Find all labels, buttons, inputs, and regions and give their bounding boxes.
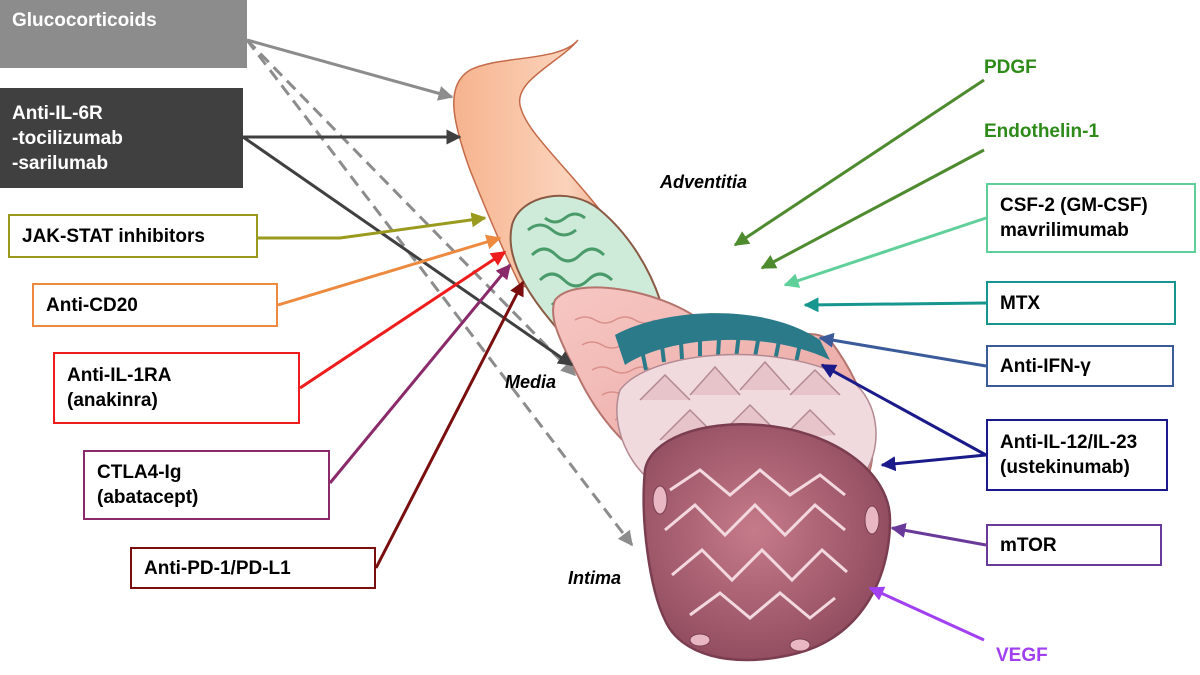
anti-cd20-label: Anti-CD20 bbox=[46, 294, 138, 316]
arrow-jak-stat bbox=[258, 212, 487, 240]
csf2-line-2: mavrilimumab bbox=[1000, 220, 1129, 241]
pdgf-label: PDGF bbox=[984, 57, 1037, 78]
csf2-line-1: CSF-2 (GM-CSF) bbox=[1000, 195, 1148, 216]
anti-pd1-box: Anti-PD-1/PD-L1 bbox=[130, 547, 376, 589]
label-intima: Intima bbox=[568, 568, 622, 588]
anti-ifn-box: Anti-IFN-γ bbox=[986, 345, 1174, 387]
endothelin-label: Endothelin-1 bbox=[984, 121, 1100, 142]
csf2-box: CSF-2 (GM-CSF) mavrilimumab bbox=[986, 183, 1196, 253]
anti-il6r-box: Anti-IL-6R -tocilizumab -sarilumab bbox=[0, 88, 243, 188]
arrow-glucocorticoids-2 bbox=[245, 38, 577, 377]
anti-pd1-label: Anti-PD-1/PD-L1 bbox=[144, 557, 291, 579]
ctla4-box: CTLA4-Ig (abatacept) bbox=[83, 450, 330, 520]
anti-il1ra-box: Anti-IL-1RA (anakinra) bbox=[53, 352, 300, 424]
arrow-mtx bbox=[803, 297, 987, 313]
arrow-glucocorticoids-3 bbox=[245, 39, 634, 547]
elastic-lamina bbox=[615, 313, 830, 365]
arrow-anti-il12-1 bbox=[820, 363, 987, 457]
anti-il1ra-line-2: (anakinra) bbox=[67, 390, 158, 411]
mtx-box: MTX bbox=[986, 281, 1176, 325]
ctla4-line-2: (abatacept) bbox=[97, 487, 199, 508]
arrow-csf2 bbox=[783, 216, 987, 288]
glucocorticoids-box: Glucocorticoids bbox=[0, 0, 247, 68]
arrow-vegf bbox=[868, 586, 985, 642]
anti-ifn-label: Anti-IFN-γ bbox=[1000, 355, 1091, 377]
label-adventitia: Adventitia bbox=[660, 172, 748, 192]
anti-il6r-line-3: -sarilumab bbox=[12, 152, 109, 174]
anti-il12-line-1: Anti-IL-12/IL-23 bbox=[1000, 432, 1138, 453]
arrow-anti-cd20 bbox=[277, 234, 502, 307]
anti-il1ra-line-1: Anti-IL-1RA bbox=[67, 365, 172, 386]
arrow-mtor bbox=[890, 523, 987, 547]
vegf-label: VEGF bbox=[996, 645, 1048, 666]
anti-il6r-line-1: Anti-IL-6R bbox=[12, 102, 103, 124]
lumen bbox=[642, 423, 892, 662]
arrow-pdgf bbox=[733, 78, 985, 247]
arrow-anti-il6r-2 bbox=[242, 135, 574, 367]
jak-stat-label: JAK-STAT inhibitors bbox=[22, 225, 205, 247]
mtor-label: mTOR bbox=[1000, 534, 1057, 556]
arrow-anti-il12-2 bbox=[880, 453, 987, 472]
mtx-label: MTX bbox=[1000, 292, 1041, 314]
arrow-anti-pd1 bbox=[374, 280, 525, 569]
arrow-glucocorticoids-1 bbox=[246, 38, 454, 101]
arrow-anti-ifn bbox=[818, 332, 987, 368]
glucocorticoids-label: Glucocorticoids bbox=[12, 10, 157, 31]
label-media: Media bbox=[505, 372, 557, 392]
arrow-ctla4 bbox=[328, 263, 512, 484]
anti-il12-box: Anti-IL-12/IL-23 (ustekinumab) bbox=[986, 419, 1168, 491]
arrow-anti-il1ra bbox=[299, 250, 507, 390]
mtor-box: mTOR bbox=[986, 524, 1162, 566]
anti-il12-line-2: (ustekinumab) bbox=[1000, 457, 1130, 478]
anti-cd20-box: Anti-CD20 bbox=[32, 283, 278, 327]
ctla4-line-1: CTLA4-Ig bbox=[97, 462, 182, 483]
arrow-endothelin bbox=[760, 148, 985, 270]
anti-il6r-line-2: -tocilizumab bbox=[12, 127, 123, 149]
jak-stat-box: JAK-STAT inhibitors bbox=[8, 214, 258, 258]
